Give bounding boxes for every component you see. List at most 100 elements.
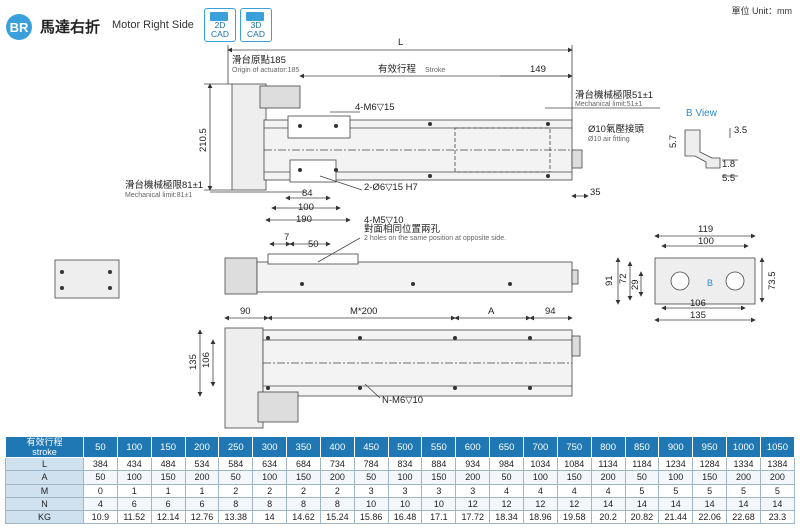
b-marker: B: [707, 278, 713, 288]
origin-zh: 滑台原點185: [232, 54, 286, 66]
table-cell: 1: [184, 483, 220, 498]
cad-3d-label: 3D: [250, 20, 262, 30]
table-cell: 2: [319, 483, 355, 498]
limit81-zh: 滑台機械極限81±1: [125, 179, 203, 191]
table-cell: 21.44: [658, 510, 694, 525]
table-cell: 3: [455, 483, 491, 498]
dim-190: 190: [296, 214, 312, 225]
row-label: KG: [5, 510, 84, 525]
dim-72: 72: [618, 273, 629, 284]
table-cell: 934: [455, 456, 491, 472]
dim-7: 7: [284, 232, 289, 243]
end-view-left: [54, 259, 120, 299]
table-cell: 50: [489, 470, 524, 485]
cad-3d-sublabel: CAD: [247, 29, 265, 39]
stroke-header: 950: [692, 436, 728, 458]
table-cell: 4: [590, 483, 626, 498]
actuator-body-side: [256, 261, 573, 293]
dim-90: 90: [240, 306, 251, 317]
stroke-header: 1000: [726, 436, 761, 458]
table-cell: 20.2: [590, 510, 626, 525]
stroke-header: 900: [658, 436, 694, 458]
table-cell: 17.1: [421, 510, 457, 525]
stroke-zh: 有效行程: [378, 63, 417, 75]
stroke-header: 450: [353, 436, 389, 458]
table-cell: 5: [726, 483, 761, 498]
table-cell: 3: [353, 483, 389, 498]
model-badge: BR: [6, 14, 32, 40]
hole-h7-label: 2-Ø6▽15 H7: [364, 182, 418, 193]
stroke-en: Stroke: [425, 67, 445, 74]
table-cell: 100: [658, 470, 694, 485]
dim-100a: 100: [298, 202, 314, 213]
air-en: Ø10 air fitting: [588, 136, 630, 143]
dim-135b: 135: [188, 354, 199, 370]
table-cell: 100: [387, 470, 423, 485]
table-cell: 14: [759, 496, 796, 512]
table-cell: 15.86: [353, 510, 389, 525]
row-label: N: [5, 496, 84, 512]
opposite-en: 2 holes on the same position at opposite…: [364, 235, 506, 242]
table-cell: 4: [489, 483, 524, 498]
table-cell: 20.82: [624, 510, 660, 525]
dim-A: A: [488, 306, 495, 317]
table-cell: 1: [116, 483, 152, 498]
table-cell: 12.76: [184, 510, 220, 525]
table-cell: 5: [658, 483, 694, 498]
title-zh: 馬達右折: [40, 19, 101, 36]
table-cell: 584: [218, 456, 254, 472]
table-cell: 0: [83, 483, 118, 498]
b-dim-18: 1.8: [722, 159, 735, 170]
table-cell: 1: [150, 483, 186, 498]
table-cell: 1284: [692, 456, 728, 472]
cad-2d-sublabel: CAD: [211, 29, 229, 39]
table-cell: 834: [387, 456, 423, 472]
table-cell: 4: [556, 483, 592, 498]
m5-10-label: 4-M5▽10: [364, 215, 404, 226]
stroke-header: 350: [286, 436, 321, 458]
table-cell: 200: [184, 470, 220, 485]
dim-94: 94: [545, 306, 556, 317]
table-cell: 5: [759, 483, 796, 498]
b-view-shape: [684, 129, 721, 169]
dim-50: 50: [308, 239, 319, 250]
dim-29: 29: [630, 279, 641, 290]
table-cell: 6: [150, 496, 186, 512]
dim-91: 91: [604, 275, 615, 286]
stroke-header: 550: [421, 436, 457, 458]
slide-table-side: [267, 253, 359, 265]
stroke-header: 1050: [759, 436, 796, 458]
table-cell: 5: [624, 483, 660, 498]
motor-block-side: [224, 257, 258, 295]
table-cell: 984: [489, 456, 524, 472]
table-cell: 22.06: [692, 510, 728, 525]
stroke-header: 700: [522, 436, 558, 458]
stroke-header: 600: [455, 436, 491, 458]
dim-106b: 106: [201, 352, 212, 368]
table-cell: 1034: [522, 456, 558, 472]
stroke-header: 50: [83, 436, 118, 458]
table-cell: 200: [590, 470, 626, 485]
table-cell: 6: [184, 496, 220, 512]
table-cell: 12: [455, 496, 491, 512]
table-cell: 150: [556, 470, 592, 485]
slide-table-top: [287, 115, 351, 139]
table-cell: 18.96: [522, 510, 558, 525]
opposite-zh: 對面相同位置兩孔: [364, 223, 441, 235]
motor-block-bottom: [224, 327, 264, 429]
table-cell: 534: [184, 456, 220, 472]
dim-735: 73.5: [767, 272, 778, 291]
table-cell: 100: [252, 470, 288, 485]
table-cell: 8: [218, 496, 254, 512]
table-cell: 19.58: [556, 510, 592, 525]
stroke-header: 650: [489, 436, 524, 458]
origin-en: Origin of actuator:185: [232, 67, 299, 74]
air-zh: Ø10氣壓接頭: [588, 123, 644, 135]
